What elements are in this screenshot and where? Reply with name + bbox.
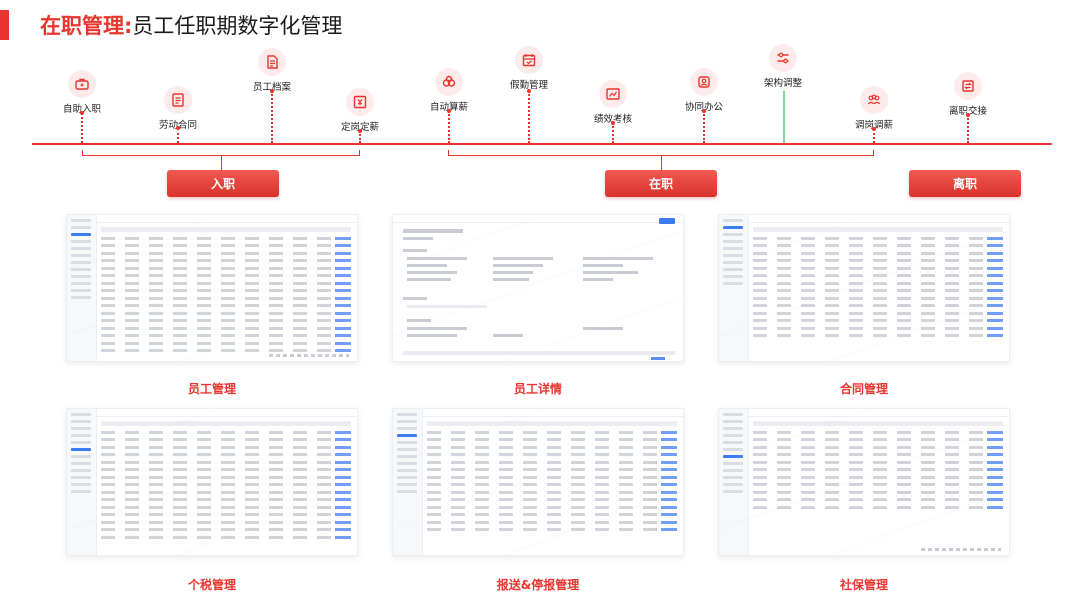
employee-detail-screenshot	[392, 214, 684, 362]
bracket-stem	[661, 156, 662, 170]
node-label: 离职交接	[948, 106, 987, 117]
pagination	[921, 548, 1001, 551]
node-dot	[872, 127, 876, 131]
node-position-salary: 定岗定薪	[320, 88, 400, 133]
node-connector	[873, 129, 875, 143]
sidebar	[393, 409, 423, 555]
module-caption: 合同管理	[839, 382, 888, 396]
document-icon	[258, 48, 286, 76]
calculator-icon	[435, 68, 463, 96]
node-dot	[358, 129, 362, 133]
employee-management-screenshot	[66, 214, 358, 362]
phase-employment[interactable]: 在职	[605, 170, 717, 197]
node-connector	[967, 115, 969, 143]
node-connector	[448, 111, 450, 143]
node-self-onboarding: 自助入职	[42, 70, 122, 115]
exit-icon	[954, 72, 982, 100]
sidebar	[719, 215, 749, 361]
node-structure-adjust: 架构调整	[743, 44, 823, 89]
briefcase-icon	[68, 70, 96, 98]
node-dot	[447, 109, 451, 113]
node-label: 自助入职	[62, 104, 101, 115]
report-table	[427, 421, 677, 543]
node-connector	[612, 123, 614, 143]
calendar-icon	[515, 46, 543, 74]
people-icon	[860, 86, 888, 114]
node-dot	[270, 89, 274, 93]
sidebar	[67, 215, 97, 361]
social-security-screenshot	[718, 408, 1010, 556]
team-icon	[690, 68, 718, 96]
module-caption: 社保管理	[839, 578, 888, 592]
node-labor-contract: 劳动合同	[138, 86, 218, 131]
title-highlight: 在职管理	[40, 14, 124, 38]
node-performance: 绩效考核	[573, 80, 653, 125]
node-connector	[783, 91, 785, 143]
node-transfer-salary: 调岗调薪	[834, 86, 914, 131]
node-collaboration: 协同办公	[664, 68, 744, 113]
node-dot	[80, 111, 84, 115]
chart-icon	[599, 80, 627, 108]
node-dot	[702, 109, 706, 113]
phase-onboarding[interactable]: 入职	[167, 170, 279, 197]
bracket-stem	[221, 156, 222, 170]
salary-icon	[346, 88, 374, 116]
node-label: 劳动合同	[138, 117, 218, 131]
node-attendance: 假勤管理	[489, 46, 569, 91]
employment-bracket	[448, 150, 874, 156]
timeline-axis	[32, 143, 1052, 145]
node-dot	[527, 89, 531, 93]
title-separator: :	[124, 14, 133, 38]
phase-resignation[interactable]: 离职	[909, 170, 1021, 197]
income-tax-screenshot	[66, 408, 358, 556]
module-caption: 个税管理	[187, 578, 236, 592]
node-connector	[177, 128, 179, 143]
node-auto-payroll: 自动算薪	[409, 68, 489, 113]
contract-management-screenshot	[718, 214, 1010, 362]
node-label: 员工档案	[252, 82, 291, 93]
node-label: 假勤管理	[509, 80, 548, 91]
node-connector	[271, 91, 273, 143]
contract-icon	[164, 86, 192, 114]
node-connector	[528, 91, 530, 143]
module-caption: 员工管理	[187, 382, 236, 396]
node-resignation-handover: 离职交接	[928, 72, 1008, 117]
sidebar	[67, 409, 97, 555]
node-dot	[176, 126, 180, 130]
sliders-icon	[769, 44, 797, 72]
report-suspend-screenshot	[392, 408, 684, 556]
node-label: 调岗调薪	[854, 120, 893, 131]
title-rest: 员工任职期数字化管理	[132, 14, 343, 38]
node-label: 架构调整	[763, 78, 802, 89]
contract-table	[753, 227, 1003, 349]
tax-table	[101, 421, 351, 543]
employee-table	[101, 227, 351, 352]
node-dot	[966, 113, 970, 117]
social-security-table	[753, 421, 1003, 543]
node-label: 自动算薪	[429, 102, 468, 113]
pagination	[269, 354, 349, 357]
module-caption: 报送&停报管理	[496, 578, 580, 592]
node-label: 协同办公	[684, 102, 723, 113]
node-label: 绩效考核	[593, 114, 632, 125]
sidebar	[719, 409, 749, 555]
node-employee-archive: 员工档案	[232, 48, 312, 93]
node-connector	[703, 111, 705, 143]
onboarding-bracket	[82, 150, 360, 156]
node-dot	[611, 121, 615, 125]
node-connector	[359, 131, 361, 143]
module-caption: 员工详情	[513, 382, 562, 396]
title-accent-bar	[0, 10, 9, 40]
page-title: 在职管理:员工任职期数字化管理	[40, 11, 342, 41]
node-connector	[81, 113, 83, 143]
node-label: 定岗定薪	[340, 122, 379, 133]
